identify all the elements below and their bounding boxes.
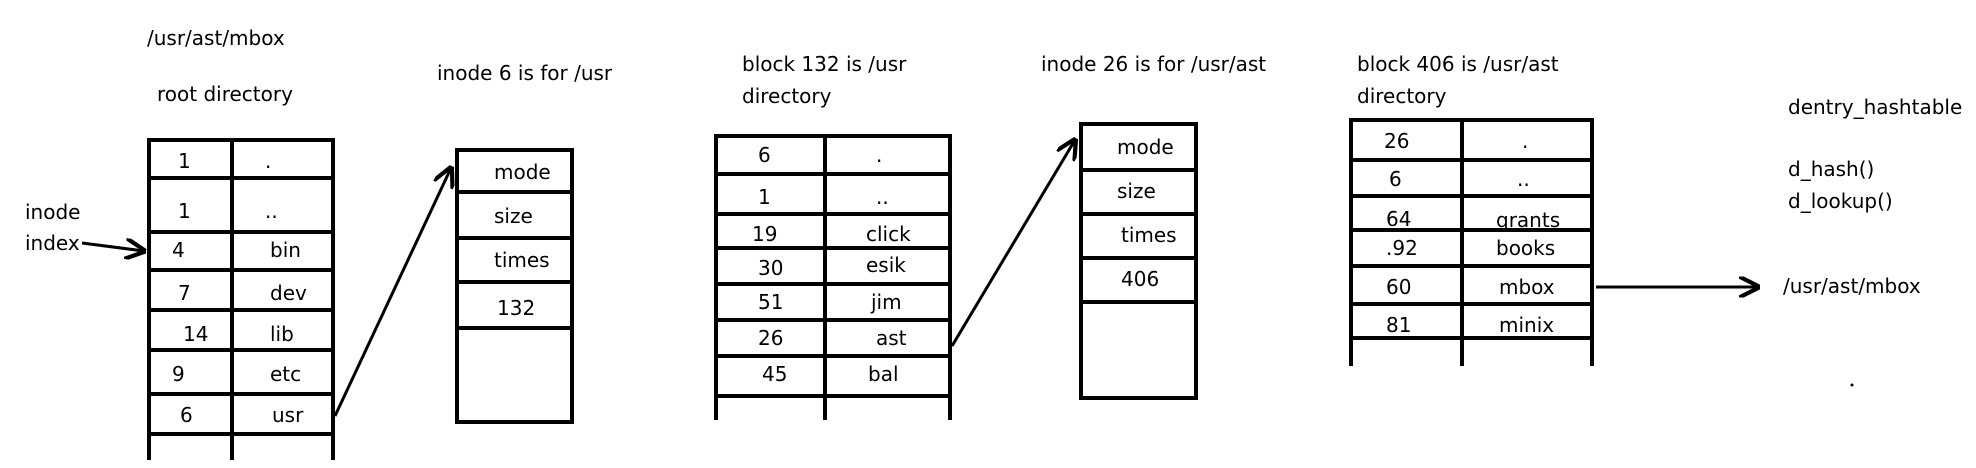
inode6-field-size: size [494,204,533,228]
block406-row-2-inode: 64 [1386,207,1411,231]
block406-row-3-name: books [1496,236,1555,260]
path-top-label: /usr/ast/mbox [147,26,285,50]
block132-table [714,134,952,420]
usr-to-inode6-arrow [333,168,451,417]
inode6-field-mode: mode [494,160,551,184]
root-row-3-name: dev [270,281,307,305]
root-row-0-inode: 1 [178,149,191,173]
inode-index-label-line1: inode [25,200,81,224]
inode26-field-size: size [1117,179,1156,203]
result-path-label: /usr/ast/mbox [1783,274,1921,298]
root-row-6-inode: 6 [180,403,193,427]
block132-row-6-inode: 45 [762,362,787,386]
root-row-5-name: etc [270,362,301,386]
block406-row-1-inode: 6 [1389,167,1402,191]
block132-row-5-inode: 26 [758,326,783,350]
inode6-table [455,148,574,424]
arrows [81,140,1758,417]
block132-row-1-name: .. [876,185,889,209]
inode26-fields: mode size times 406 [1117,135,1177,291]
block132-row-5-name: ast [876,326,907,350]
inode6-field-block: 132 [497,296,535,320]
inode6-title: inode 6 is for /usr [437,61,613,85]
block132-title-line1: block 132 is /usr [742,52,907,76]
block132-row-2-inode: 19 [752,222,777,246]
block406-row-3-inode: .92 [1386,236,1418,260]
block132-row-0-inode: 6 [758,143,771,167]
root-row-2-name: bin [270,238,301,262]
block132-entries: 6 . 1 .. 19 click 30 esik 51 jim 26 ast … [752,143,911,386]
root-row-4-name: lib [270,322,294,346]
block132-row-3-name: esik [866,253,906,277]
root-row-1-name: .. [265,199,278,223]
block406-row-0-name: . [1522,129,1528,153]
root-directory-table [147,138,335,460]
block406-row-4-inode: 60 [1386,275,1411,299]
block132-row-2-name: click [866,222,911,246]
d-lookup-label: d_lookup() [1788,189,1893,213]
root-row-1-inode: 1 [178,199,191,223]
stray-dot [1850,383,1854,387]
block132-row-0-name: . [876,143,882,167]
root-row-4-inode: 14 [183,322,208,346]
root-directory-label: root directory [157,82,293,106]
block132-title-line2: directory [742,84,832,108]
block406-title-line1: block 406 is /usr/ast [1357,52,1559,76]
inode26-table [1079,122,1198,400]
root-directory-entries: 1 . 1 .. 4 bin 7 dev 14 lib 9 etc 6 usr [172,149,307,427]
inode6-fields: mode size times 132 [494,160,551,320]
block406-row-0-inode: 26 [1384,129,1409,153]
inode26-field-mode: mode [1117,135,1174,159]
block406-row-4-name: mbox [1499,275,1555,299]
ast-to-inode26-arrow [950,140,1075,347]
block132-row-1-inode: 1 [758,185,771,209]
block132-row-3-inode: 30 [758,256,783,280]
inode-index-label-line2: index [25,231,80,255]
block406-row-5-inode: 81 [1386,313,1411,337]
inode26-title: inode 26 is for /usr/ast [1041,52,1267,76]
root-row-5-inode: 9 [172,362,185,386]
dentry-hashtable-label: dentry_hashtable [1788,95,1963,119]
inode26-field-times: times [1121,223,1177,247]
block406-title-line2: directory [1357,84,1447,108]
inode26-field-block: 406 [1121,267,1159,291]
root-row-0-name: . [265,149,271,173]
root-row-6-name: usr [272,403,304,427]
inode-index-arrow [81,243,144,251]
inode6-field-times: times [494,248,550,272]
block406-row-2-name: qrants [1496,208,1560,232]
block406-row-1-name: .. [1517,167,1530,191]
d-hash-label: d_hash() [1788,157,1875,181]
block132-row-4-name: jim [870,290,902,314]
block132-row-4-inode: 51 [758,290,783,314]
root-row-3-inode: 7 [178,281,191,305]
block406-table [1349,118,1594,366]
root-row-2-inode: 4 [172,238,185,262]
block406-row-5-name: minix [1499,313,1554,337]
block406-entries: 26 . 6 .. 64 qrants .92 books 60 mbox 81… [1384,129,1560,337]
block132-row-6-name: bal [868,362,899,386]
